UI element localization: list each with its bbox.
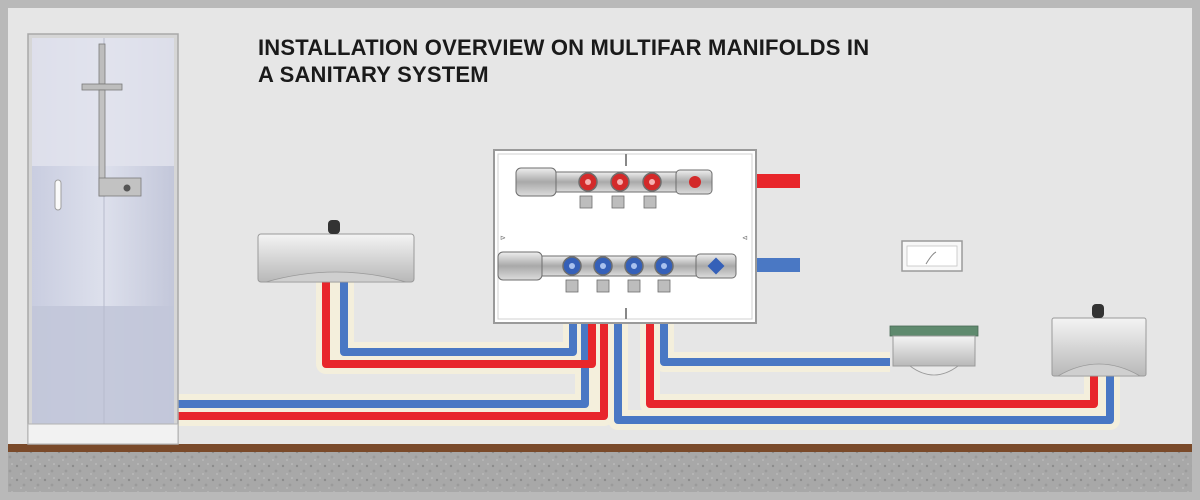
title-line-2: A SANITARY SYSTEM xyxy=(258,62,489,87)
floor-finish xyxy=(8,444,1192,452)
hot-pipe-to-small-washbasin xyxy=(646,292,1098,408)
cold-pipe-to-small-washbasin xyxy=(614,292,1114,424)
hot-pipe-to-shower xyxy=(176,292,608,420)
cold-pipe-to-shower xyxy=(176,292,589,408)
diagram-title: INSTALLATION OVERVIEW ON MULTIFAR MANIFO… xyxy=(258,34,1058,88)
faucet-icon xyxy=(1092,304,1104,318)
hot-pipe-to-washbasin xyxy=(322,282,596,368)
hot-manifold xyxy=(515,167,713,209)
pipe-network xyxy=(176,174,1120,430)
cold-valve-icon xyxy=(562,256,674,276)
hot-ball-valve-icon xyxy=(689,176,701,188)
small-washbasin xyxy=(1051,304,1147,377)
cold-ball-valve-icon xyxy=(707,257,725,275)
faucet-icon xyxy=(328,220,340,234)
cold-manifold xyxy=(497,251,737,293)
toilet-flush-plate xyxy=(901,240,963,272)
title-line-1: INSTALLATION OVERVIEW ON MULTIFAR MANIFO… xyxy=(258,35,870,60)
wall-hung-wc xyxy=(889,325,979,376)
floor-screed xyxy=(8,452,1192,492)
shower-mixer-icon xyxy=(81,43,142,197)
shower-cabin xyxy=(27,33,179,445)
shower-door-handle xyxy=(54,179,62,211)
hot-valve-icon xyxy=(578,172,662,192)
manifold-cabinet: ⊳ ⊲ xyxy=(493,149,757,324)
svg-text:⊳: ⊳ xyxy=(500,235,506,242)
svg-text:⊲: ⊲ xyxy=(742,235,748,242)
washbasin xyxy=(257,220,415,283)
